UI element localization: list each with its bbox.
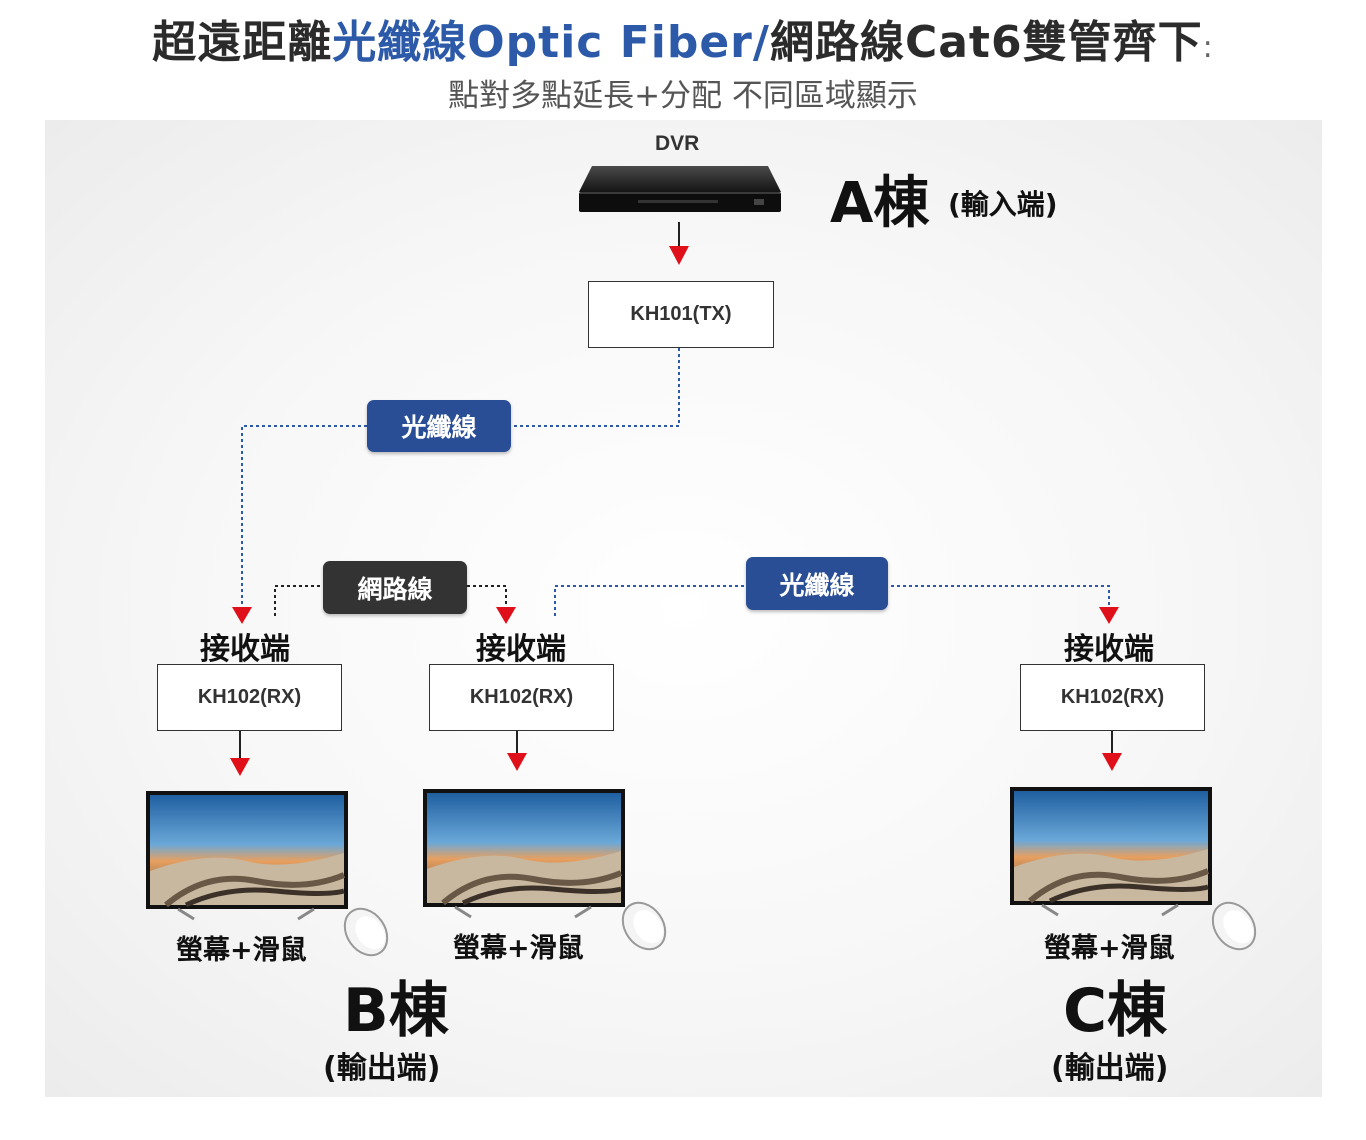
tx-box: KH101(TX) (588, 281, 774, 348)
title-colon: : (1202, 30, 1214, 65)
display-label-3: 螢幕+滑鼠 (1044, 933, 1175, 964)
page-title: 超遠距離光纖線Optic Fiber/網路線Cat6雙管齊下: (0, 6, 1366, 70)
dvr-device-icon (579, 166, 781, 212)
dvr-label: DVR (655, 132, 700, 155)
building-a-name: A棟 (830, 171, 930, 236)
rx-box-1: KH102(RX) (157, 664, 342, 731)
rx3-to-tv-arrow (1102, 753, 1122, 771)
mouse-icon-1 (343, 907, 389, 957)
receiver-3-heading: 接收端 (1064, 632, 1154, 667)
title-highlight: 光纖線Optic Fiber/ (332, 17, 770, 68)
display-label-1: 螢幕+滑鼠 (176, 935, 307, 966)
building-b-role: (輸出端) (323, 1051, 441, 1086)
receiver-2-heading: 接收端 (476, 632, 566, 667)
building-c-role: (輸出端) (1051, 1051, 1169, 1086)
monitor-icon-3 (1010, 787, 1212, 917)
fiber1-arrow (232, 607, 252, 624)
building-b-name: B棟 (343, 976, 449, 1046)
mouse-icon-3 (1211, 901, 1257, 951)
mouse-icon-2 (621, 901, 667, 951)
building-c-name: C棟 (1063, 976, 1168, 1046)
rx-box-3: KH102(RX) (1020, 664, 1205, 731)
fiber-pill-2: 光纖線 (746, 557, 888, 610)
rx1-to-tv-arrow (230, 758, 250, 776)
monitor-icon-1 (146, 791, 348, 921)
building-a-role: (輸入端) (948, 188, 1058, 221)
network-pill: 網路線 (323, 561, 467, 614)
rx-box-2: KH102(RX) (429, 664, 614, 731)
display-label-2: 螢幕+滑鼠 (453, 933, 584, 964)
fiber-pill-1: 光纖線 (367, 400, 511, 452)
page-subtitle: 點對多點延長+分配 不同區域顯示 (448, 78, 918, 114)
receiver-1-heading: 接收端 (200, 632, 290, 667)
rx2-to-tv-arrow (507, 753, 527, 771)
title-part1: 超遠距離 (152, 17, 333, 68)
dvr-to-tx-arrow (669, 246, 689, 265)
network-arrow (496, 607, 516, 624)
fiber2-arrow (1099, 607, 1119, 624)
monitor-icon-2 (423, 789, 625, 919)
title-part2: 網路線Cat6雙管齊下 (769, 17, 1203, 68)
